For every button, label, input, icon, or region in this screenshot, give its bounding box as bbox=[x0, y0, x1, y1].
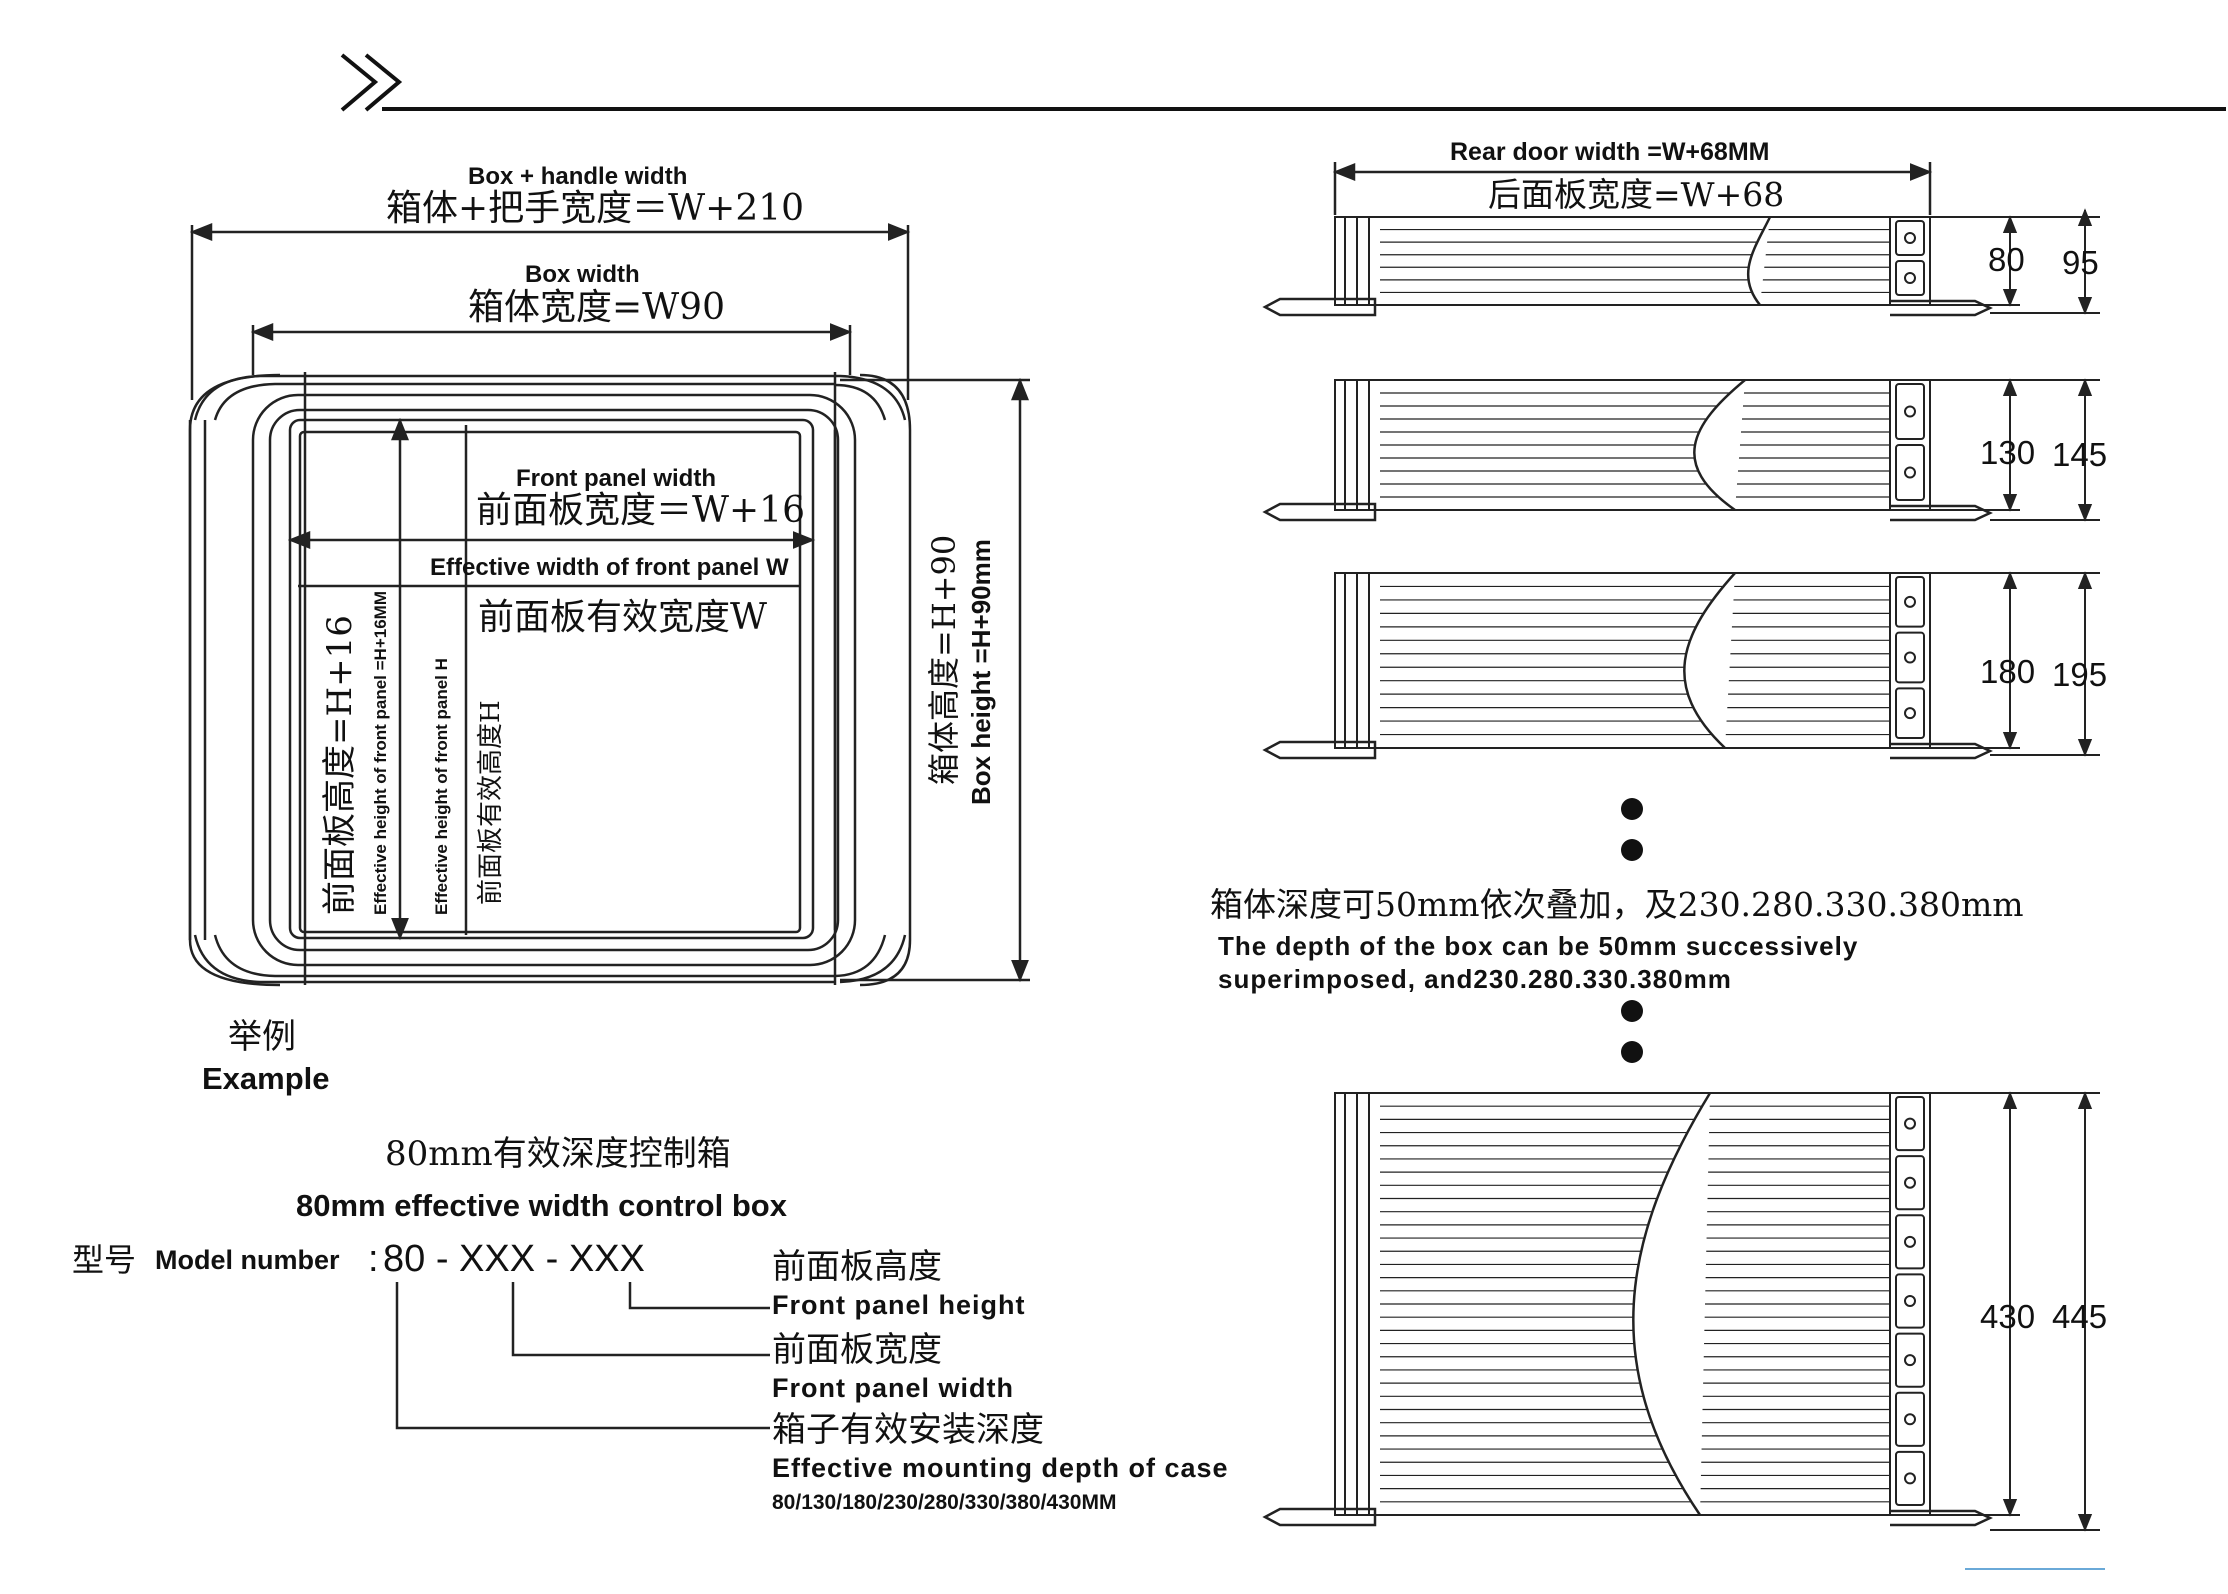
side-view-box-2 bbox=[1262, 378, 2100, 522]
box-handle-width-label: Box + handle width bbox=[468, 163, 688, 190]
box-handle-width-cn: 箱体+把手宽度＝W+210 bbox=[386, 188, 805, 229]
box-width-cn: 箱体宽度=W90 bbox=[468, 287, 725, 328]
rear-width-cn: 后面板宽度=W+68 bbox=[1488, 175, 1785, 214]
box3-outer-dim: 195 bbox=[2052, 656, 2108, 693]
callout-width-cn: 前面板宽度 bbox=[772, 1330, 942, 1370]
example-title: 80mm effective width control box bbox=[296, 1188, 787, 1223]
effective-height-cn: 前面板有效高度H bbox=[476, 700, 506, 905]
callout-height-cn: 前面板高度 bbox=[772, 1247, 942, 1287]
box-height-label: Box height =H+90mm bbox=[966, 539, 996, 805]
model-number-label: Model number bbox=[155, 1245, 340, 1275]
box2-inner-dim: 130 bbox=[1980, 434, 2036, 471]
front-panel-width-cn: 前面板宽度＝W+16 bbox=[476, 490, 805, 531]
box1-outer-dim: 95 bbox=[2062, 244, 2099, 281]
example-title-cn: 80mm有效深度控制箱 bbox=[385, 1134, 731, 1174]
side-view-box-3 bbox=[1262, 571, 2100, 760]
rear-width-label: Rear door width =W+68MM bbox=[1450, 138, 1770, 166]
panel-height-cn: 前面板高度=H+16 bbox=[320, 615, 360, 915]
rear-width-dimension bbox=[1332, 162, 1933, 215]
example-label: Example bbox=[202, 1061, 330, 1096]
side-view-box-1 bbox=[1262, 208, 2100, 317]
double-chevron-right-icon bbox=[340, 53, 403, 112]
model-callout-leaders bbox=[395, 1282, 770, 1430]
box2-outer-dim: 145 bbox=[2052, 436, 2108, 473]
box1-inner-dim: 80 bbox=[1988, 241, 2025, 278]
callout-height-label: Front panel height bbox=[772, 1290, 1026, 1320]
box-height-cn: 箱体高度=H+90 bbox=[925, 534, 963, 785]
box-width-label: Box width bbox=[525, 261, 640, 288]
effective-height-label: Effective height of front panel H bbox=[432, 658, 451, 915]
effective-width-label: Effective width of front panel W bbox=[430, 554, 789, 581]
depth-note-line-1: The depth of the box can be 50mm success… bbox=[1218, 931, 1859, 961]
model-number-value: 80 - XXX - XXX bbox=[383, 1238, 645, 1280]
box4-inner-dim: 430 bbox=[1980, 1298, 2036, 1335]
callout-depth-label: Effective mounting depth of case bbox=[772, 1453, 1229, 1483]
front-panel-width-label: Front panel width bbox=[516, 465, 716, 492]
panel-height-label: Effective height of front panel =H+16MM bbox=[371, 591, 390, 915]
callout-depth-values: 80/130/180/230/280/330/380/430MM bbox=[772, 1491, 1117, 1514]
side-view-box-4 bbox=[1262, 1091, 2100, 1532]
depth-note-line-2: superimposed, and230.280.330.380mm bbox=[1218, 964, 1732, 994]
model-number-cn: 型号 bbox=[72, 1241, 137, 1279]
continuation-dots bbox=[1621, 798, 1643, 1063]
depth-note-cn: 箱体深度可50mm依次叠加，及230.280.330.380mm bbox=[1210, 885, 2024, 924]
example-cn: 举例 bbox=[228, 1017, 296, 1057]
model-colon: : bbox=[368, 1238, 379, 1280]
callout-depth-cn: 箱子有效安装深度 bbox=[772, 1410, 1044, 1450]
front-view-box bbox=[188, 223, 1030, 987]
box4-outer-dim: 445 bbox=[2052, 1298, 2108, 1335]
box3-inner-dim: 180 bbox=[1980, 653, 2036, 690]
side-views bbox=[1262, 208, 2100, 1532]
callout-width-label: Front panel width bbox=[772, 1373, 1014, 1403]
effective-width-cn: 前面板有效宽度W bbox=[478, 597, 768, 638]
